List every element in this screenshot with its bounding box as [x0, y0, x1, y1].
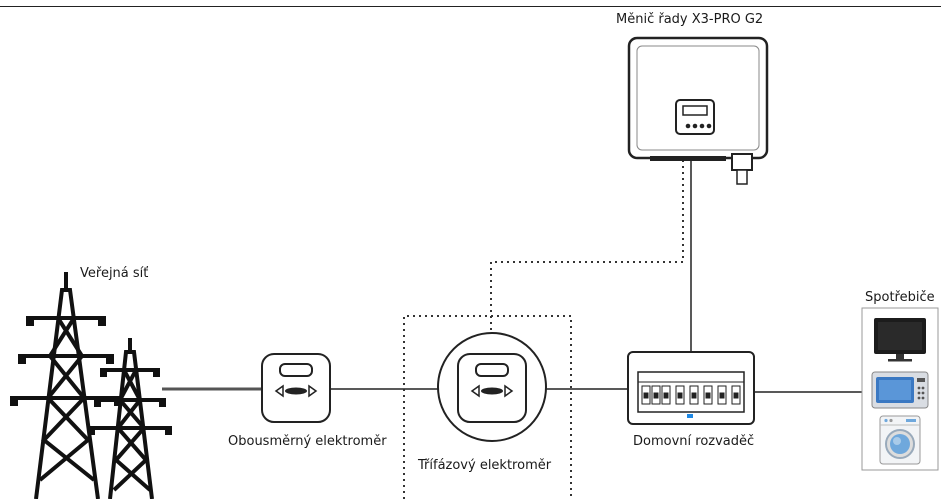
bidirectional-meter-icon — [261, 353, 331, 423]
distribution-board-icon — [627, 351, 755, 425]
comm-line-inverter-meter — [490, 160, 684, 348]
washing-machine-icon — [879, 415, 921, 465]
pylon-large — [14, 272, 118, 499]
distribution-board-label: Domovní rozvaděč — [633, 434, 755, 449]
consumers-label: Spotřebiče — [865, 290, 935, 305]
board-status-indicator — [687, 414, 693, 418]
grid-label: Veřejná síť — [80, 266, 149, 281]
bidirectional-meter-label: Obousměrný elektroměr — [228, 434, 387, 449]
ct-boundary-box — [403, 315, 572, 499]
inverter-label: Měnič řady X3-PRO G2 — [616, 12, 764, 27]
inverter-icon — [627, 36, 769, 185]
pylon-small-insulators — [88, 368, 172, 435]
consumers-panel — [861, 307, 939, 471]
tv-icon — [874, 318, 926, 362]
three-phase-meter-icon — [437, 332, 547, 442]
three-phase-meter-label: Třífázový elektroměr — [418, 458, 552, 473]
pylon-small — [92, 338, 168, 499]
top-rule — [0, 6, 941, 7]
microwave-icon — [871, 371, 929, 409]
